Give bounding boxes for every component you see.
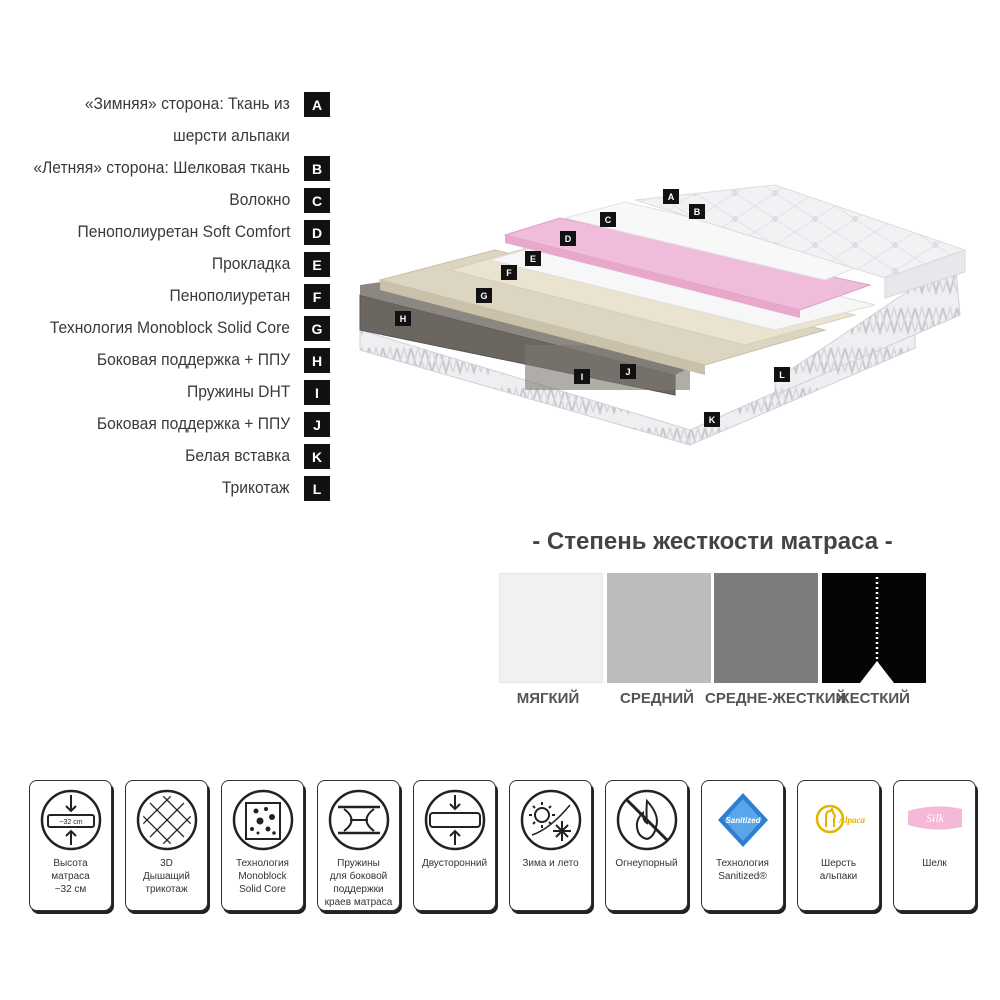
feature-card-silk: Silk Шелк	[893, 780, 976, 911]
sanitized-icon-text: Sanitized	[725, 816, 761, 825]
feature-card-fireproof: Огнеупорный	[605, 780, 688, 911]
legend-text: Белая вставка	[185, 446, 290, 465]
mattress-layers-illustration: A B C D E F G H I J K L	[355, 180, 975, 460]
callout-g: G	[476, 288, 492, 303]
feature-label: Двусторонний	[421, 858, 488, 869]
feature-label: Шелк	[922, 858, 947, 869]
firmness-label-medium: СРЕДНИЙ	[620, 690, 694, 707]
legend-row-c: Волокно C	[0, 184, 332, 213]
firmness-swatch-soft	[499, 573, 603, 683]
legend-badge: J	[304, 412, 330, 437]
legend-text: «Летняя» сторона: Шелковая ткань	[33, 158, 290, 177]
legend-row-d: Пенополиуретан Soft Comfort D	[0, 216, 332, 245]
legend-badge: H	[304, 348, 330, 373]
firmness-swatch-medium	[607, 573, 711, 683]
legend-badge: I	[304, 380, 330, 405]
alpaca-icon-text: Alpaca	[838, 815, 865, 825]
callout-f: F	[501, 265, 517, 280]
feature-card-winter-summer: Зима и лето	[509, 780, 592, 911]
legend-badge: E	[304, 252, 330, 277]
two-sided-icon	[424, 789, 486, 851]
legend-badge: C	[304, 188, 330, 213]
callout-l: L	[774, 367, 790, 382]
selected-marker-icon	[860, 577, 894, 683]
legend-badge: B	[304, 156, 330, 181]
firmness-label-soft: МЯГКИЙ	[516, 690, 580, 707]
feature-card-sanitized: Sanitized Технология Sanitized®	[701, 780, 784, 911]
legend-text: Прокладка	[211, 254, 290, 273]
legend-row-f: Пенополиуретан F	[0, 280, 332, 309]
legend-badge: F	[304, 284, 330, 309]
knit-3d-icon	[136, 789, 198, 851]
firmness-label-medium-firm: СРЕДНЕ-ЖЕСТКИЙ	[705, 690, 847, 707]
legend-badge: L	[304, 476, 330, 501]
feature-card-springs: Пружины для боковой поддержки краев матр…	[317, 780, 400, 911]
legend-text: «Зимняя» сторона: Ткань из	[85, 94, 290, 113]
callout-h: H	[395, 311, 411, 326]
mattress-svg	[359, 184, 967, 446]
legend-row-b: «Летняя» сторона: Шелковая ткань B	[0, 152, 332, 181]
callout-b: B	[689, 204, 705, 219]
callout-a: A	[663, 189, 679, 204]
legend-badge: D	[304, 220, 330, 245]
springs-icon	[328, 789, 390, 851]
feature-label: Шерсть альпаки	[819, 858, 858, 882]
legend-row-h: Боковая поддержка + ППУ H	[0, 344, 332, 373]
feature-label: Технология Monoblock Solid Core	[236, 858, 289, 895]
silk-icon-text: Silk	[926, 811, 945, 825]
legend-badge: G	[304, 316, 330, 341]
firmness-swatch-medium-firm	[714, 573, 818, 683]
height-icon-text: ~32 cm	[59, 819, 82, 826]
firmness-swatch-firm	[822, 573, 926, 683]
callout-i: I	[574, 369, 590, 384]
legend-text: Трикотаж	[222, 478, 290, 497]
legend-row-l: Трикотаж L	[0, 472, 332, 501]
legend-badge: K	[304, 444, 330, 469]
legend-text: Пенополиуретан Soft Comfort	[77, 222, 290, 241]
feature-label: Технология Sanitized®	[716, 858, 769, 882]
feature-card-3d-knit: 3D Дышащий трикотаж	[125, 780, 208, 911]
feature-card-alpaca: Alpaca Шерсть альпаки	[797, 780, 880, 911]
height-icon: ~32 cm	[40, 789, 102, 851]
callout-j: J	[620, 364, 636, 379]
firmness-title: - Степень жесткости матраса -	[532, 528, 893, 555]
sanitized-icon: Sanitized	[712, 789, 774, 851]
feature-label: Высота матраса ~32 см	[51, 858, 90, 895]
winter-summer-icon	[520, 789, 582, 851]
callout-k: K	[704, 412, 720, 427]
callout-e: E	[525, 251, 541, 266]
firmness-label-firm: ЖЕСТКИЙ	[836, 690, 910, 707]
feature-card-monoblock: Технология Monoblock Solid Core	[221, 780, 304, 911]
legend-text: Боковая поддержка + ППУ	[96, 414, 290, 433]
monoblock-icon	[232, 789, 294, 851]
legend-row-e: Прокладка E	[0, 248, 332, 277]
callout-d: D	[560, 231, 576, 246]
legend-badge: A	[304, 92, 330, 117]
legend-row-k: Белая вставка K	[0, 440, 332, 469]
feature-label: 3D Дышащий трикотаж	[143, 858, 190, 895]
legend-text: Пружины DHT	[186, 382, 290, 401]
legend-row-g: Технология Monoblock Solid Core G	[0, 312, 332, 341]
legend-text: Боковая поддержка + ППУ	[96, 350, 290, 369]
legend-row-a-cont: шерсти альпаки	[0, 120, 332, 148]
fireproof-icon	[616, 789, 678, 851]
legend-text: шерсти альпаки	[173, 126, 290, 145]
feature-label: Зима и лето	[522, 858, 579, 869]
feature-card-two-sided: Двусторонний	[413, 780, 496, 911]
alpaca-icon: Alpaca	[808, 789, 870, 851]
silk-icon: Silk	[904, 789, 966, 851]
feature-label: Пружины для боковой поддержки краев матр…	[324, 858, 393, 908]
callout-c: C	[600, 212, 616, 227]
legend-text: Технология Monoblock Solid Core	[49, 318, 290, 337]
legend-text: Пенополиуретан	[169, 286, 290, 305]
legend-row-j: Боковая поддержка + ППУ J	[0, 408, 332, 437]
feature-card-height: ~32 cm Высота матраса ~32 см	[29, 780, 112, 911]
legend-row-i: Пружины DHT I	[0, 376, 332, 405]
legend-row-a: «Зимняя» сторона: Ткань из A	[0, 88, 332, 117]
legend-text: Волокно	[229, 190, 290, 209]
feature-label: Огнеупорный	[615, 858, 678, 869]
